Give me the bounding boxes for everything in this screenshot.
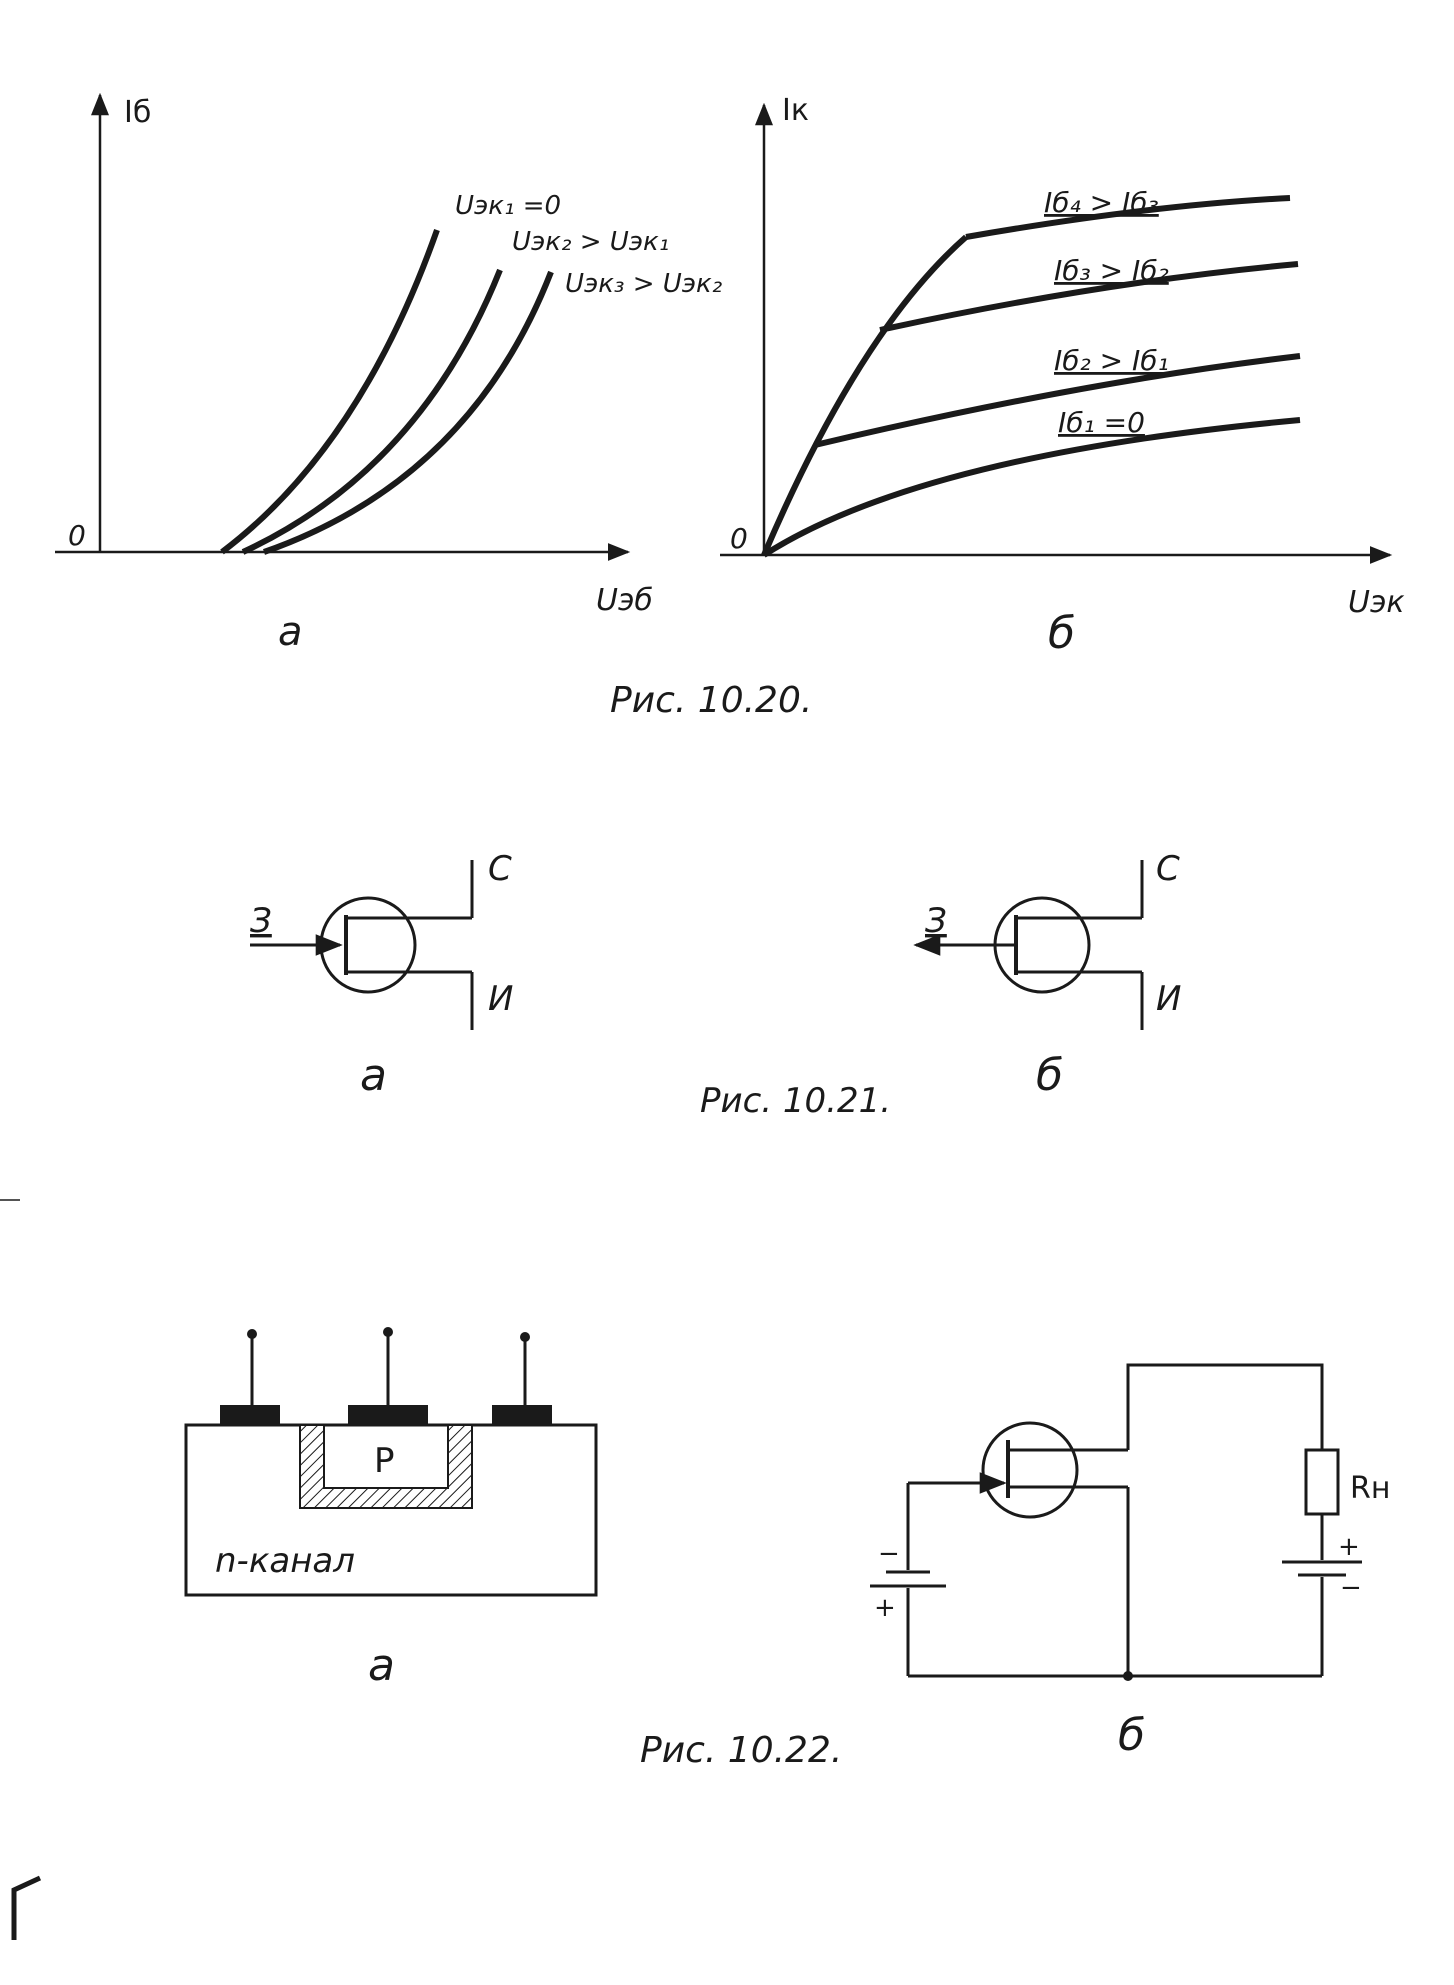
curve-label-ib1: Iб₁ =0	[1058, 406, 1145, 439]
transistor-circle	[981, 1421, 1079, 1519]
source-label: И	[488, 979, 513, 1019]
terminal-right	[520, 1332, 530, 1342]
curve-label-ib4: Iб₄ > Iб₃	[1044, 186, 1159, 219]
left-battery-minus: −	[878, 1539, 900, 1569]
electrode-right	[492, 1405, 552, 1425]
curve-uek2	[241, 268, 503, 555]
channel-label: n-канал	[215, 1541, 355, 1581]
caption-fig-10-20: Рис. 10.20.	[610, 680, 812, 721]
electrode-left	[220, 1405, 280, 1425]
electrode-center	[348, 1405, 428, 1425]
left-battery-plus: +	[874, 1593, 896, 1623]
load-resistor	[1304, 1448, 1340, 1516]
fig-10-21-symbol-b: З С И б	[913, 849, 1181, 1101]
corner-mark	[11, 1875, 42, 1940]
fig-10-20-panel-a: Iб Uэб 0 Uэк₁ =0 Uэк₂ > Uэк₁ Uэк₃ > Uэк₂…	[55, 92, 722, 655]
origin-label: 0	[730, 522, 748, 555]
curve-uek3	[263, 270, 554, 555]
x-axis-label: Uэк	[1348, 585, 1405, 620]
fig-10-22-panel-a: P n-канал а	[184, 1327, 598, 1691]
right-battery-plus: +	[1338, 1532, 1360, 1562]
sub-label-a: а	[360, 1050, 387, 1101]
junction-node	[1123, 1671, 1133, 1681]
x-axis-label: Uэб	[596, 583, 653, 618]
curve-uek1	[220, 229, 440, 555]
gate-label: З	[925, 901, 947, 941]
drain-label: С	[1156, 849, 1180, 889]
caption-fig-10-21: Рис. 10.21.	[700, 1081, 891, 1121]
sub-label-a: а	[368, 1640, 395, 1691]
source-label: И	[1156, 979, 1181, 1019]
curve-label-ib2: Iб₂ > Iб₁	[1054, 344, 1169, 377]
curve-label-uek2: Uэк₂ > Uэк₁	[512, 227, 669, 257]
curve-label-ib3: Iб₃ > Iб₂	[1054, 254, 1169, 287]
sub-label-b: б	[1118, 1710, 1145, 1761]
curve-label-uek1: Uэк₁ =0	[455, 191, 561, 221]
caption-fig-10-22: Рис. 10.22.	[640, 1730, 842, 1771]
origin-label: 0	[68, 519, 86, 552]
right-battery-minus: −	[1340, 1573, 1362, 1603]
curve-label-uek3: Uэк₃ > Uэк₂	[565, 269, 722, 299]
fig-10-21-symbol-a: З С И а	[250, 849, 513, 1101]
sub-label-b: б	[1036, 1050, 1063, 1101]
y-axis-label: Iб	[124, 95, 151, 130]
curve-ib1	[762, 417, 1301, 558]
gate-label: З	[250, 901, 272, 941]
drain-label: С	[488, 849, 512, 889]
y-axis-label: Iк	[782, 93, 809, 128]
fig-10-20-panel-b: Iк Uэк 0 Iб₄ > Iб₃ Iб₃ > Iб₂ Iб₂ > Iб₁ I…	[720, 93, 1405, 659]
fig-10-22-panel-b: Rн + − − + б	[870, 1363, 1390, 1761]
sub-label-b: б	[1048, 608, 1075, 659]
saturation-envelope	[761, 234, 968, 557]
resistor-label: Rн	[1350, 1471, 1390, 1506]
curve-ib2	[814, 353, 1301, 448]
drain-to-load-wire	[1126, 1363, 1324, 1450]
curve-ib4	[965, 195, 1291, 240]
terminal-left	[247, 1329, 257, 1339]
sub-label-a: а	[278, 609, 303, 655]
curve-ib3	[879, 261, 1299, 333]
p-region-label: P	[374, 1441, 395, 1481]
terminal-center	[383, 1327, 393, 1337]
